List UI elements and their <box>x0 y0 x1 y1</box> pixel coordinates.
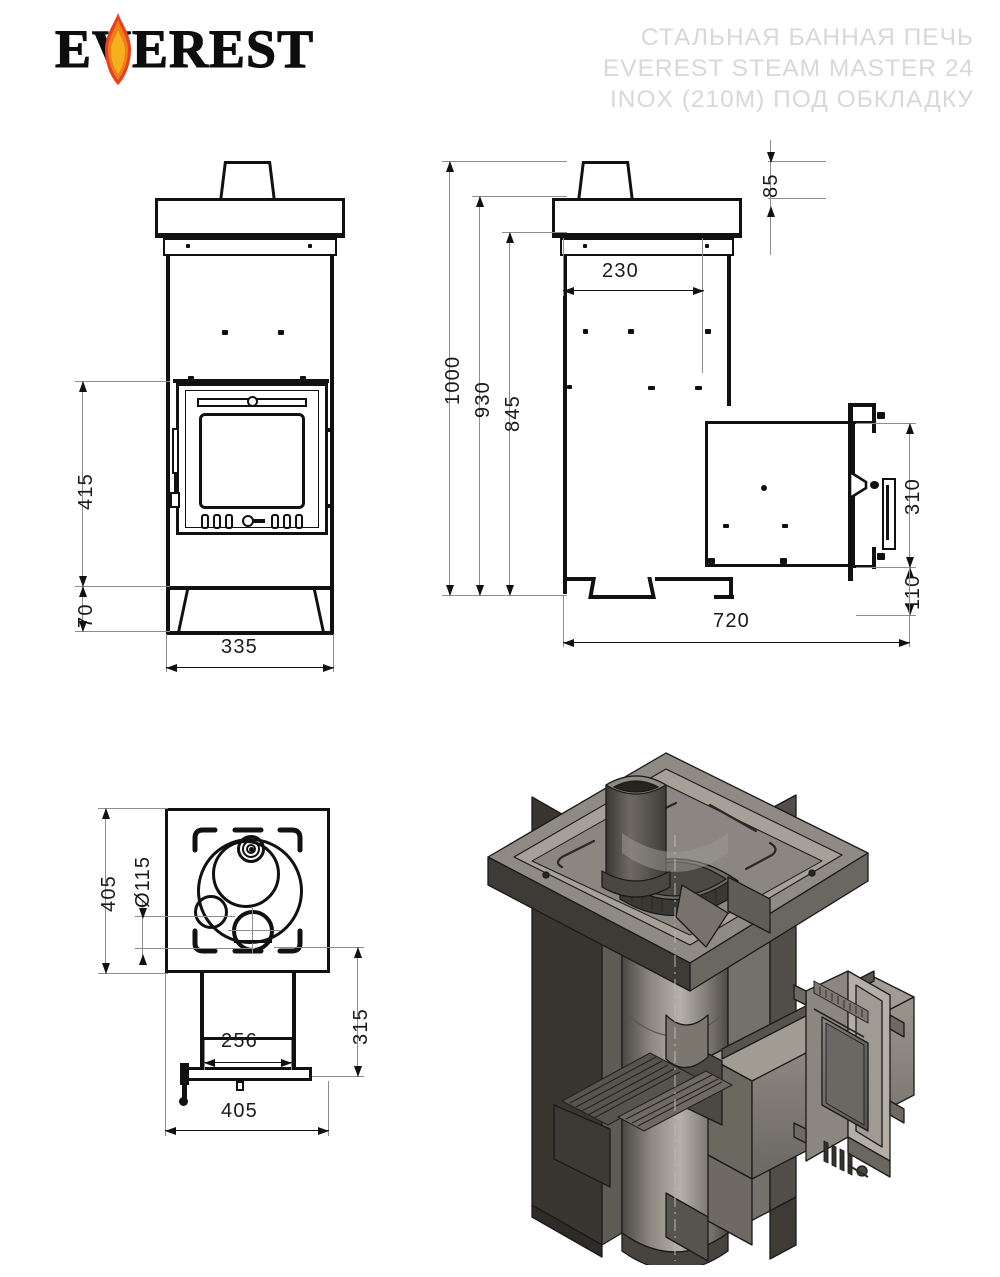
front-door-glass <box>199 413 305 509</box>
top-dimension-256-label: 256 <box>221 1030 258 1052</box>
top-flue-circle-mid <box>242 840 260 858</box>
front-body-rivet <box>278 330 284 335</box>
front-door-vent <box>283 514 291 529</box>
front-door-vent <box>201 514 209 529</box>
side-collar <box>560 238 734 256</box>
side-dimension-85-label: 85 <box>760 173 782 198</box>
side-body-rivet <box>695 386 702 390</box>
front-door-vent <box>213 514 221 529</box>
title-line-3: INOX (210М) ПОД ОБКЛАДКУ <box>610 86 974 113</box>
side-collar-rivet <box>705 244 709 248</box>
top-rail-tab <box>236 1081 244 1091</box>
side-body-rivet <box>705 329 711 334</box>
title-line-2: EVEREST STEAM MASTER 24 <box>602 55 974 82</box>
top-flue-center <box>249 847 254 852</box>
side-dimension-310-label: 310 <box>902 478 924 515</box>
isometric-cutaway-view <box>470 685 940 1265</box>
side-tunnel-rivet <box>782 524 788 528</box>
front-door-vent <box>295 514 303 529</box>
top-dimension-405h-label: 405 <box>221 1100 258 1122</box>
front-door-air-knob <box>247 396 258 407</box>
front-door-pin <box>300 376 306 382</box>
front-door-vent <box>225 514 233 529</box>
front-top-plate <box>155 198 345 236</box>
side-door-tunnel <box>705 421 855 567</box>
front-dimension-335-label: 335 <box>221 636 258 658</box>
side-body-rivet <box>648 386 655 390</box>
side-dimension-230-label: 230 <box>602 260 639 282</box>
side-collar-rivet <box>583 244 587 248</box>
front-door-vent <box>271 514 279 529</box>
top-small-circle <box>194 895 228 929</box>
top-flue-circle-outer <box>237 835 265 863</box>
sheet-header: EVEREST СТАЛЬНАЯ БАННАЯ ПЕЧЬ EVEREST STE… <box>0 0 1000 130</box>
side-door-bracket <box>877 412 885 419</box>
top-drain-circle <box>232 910 274 952</box>
front-door-pin <box>188 376 194 382</box>
side-body-rivet <box>628 329 634 334</box>
side-tunnel-rivet <box>723 524 729 528</box>
brand-logo: EVEREST <box>54 13 345 85</box>
side-top-plate <box>552 198 742 236</box>
brand-logo-text: EVEREST <box>54 18 315 79</box>
side-dimension-1000-label: 1000 <box>442 355 464 405</box>
side-dimension-110-label: 110 <box>902 574 924 611</box>
top-plan-view: 405 Ø115 256 315 <box>60 790 440 1190</box>
top-handle-knob <box>179 1097 188 1106</box>
front-collar-rivet <box>308 244 312 248</box>
front-body-rivet <box>222 330 228 335</box>
front-dimension-415-label: 415 <box>75 473 97 510</box>
side-handle-bar <box>882 478 896 550</box>
title-line-1: СТАЛЬНАЯ БАННАЯ ПЕЧЬ <box>640 24 974 51</box>
front-collar-rivet <box>186 244 190 248</box>
side-body-rivet <box>567 385 572 389</box>
top-flue-circle-inner <box>246 844 256 854</box>
side-tunnel-rivet <box>708 558 715 564</box>
front-door-hinge <box>172 428 179 474</box>
top-dimension-315-label: 315 <box>350 1008 372 1045</box>
side-tunnel-rivet <box>780 558 787 564</box>
side-elevation-view: 1000 930 845 85 <box>420 140 1000 670</box>
top-dimension-d115-label: Ø115 <box>132 855 154 908</box>
front-collar <box>163 238 337 256</box>
side-handle-pivot <box>870 481 879 489</box>
side-body-rivet <box>583 329 588 334</box>
front-elevation-view: 415 70 335 <box>0 140 420 672</box>
side-dimension-720-label: 720 <box>713 610 750 632</box>
front-dimension-70-label: 70 <box>75 603 97 628</box>
top-dimension-405-label: 405 <box>98 875 120 912</box>
side-handle-knob <box>761 485 767 491</box>
sheet-title: СТАЛЬНАЯ БАННАЯ ПЕЧЬ EVEREST STEAM MASTE… <box>414 22 974 115</box>
side-dimension-930-label: 930 <box>472 381 494 418</box>
front-door-hinge-lower <box>170 492 180 508</box>
side-door-bracket <box>877 553 885 560</box>
side-dimension-845-label: 845 <box>502 395 524 432</box>
